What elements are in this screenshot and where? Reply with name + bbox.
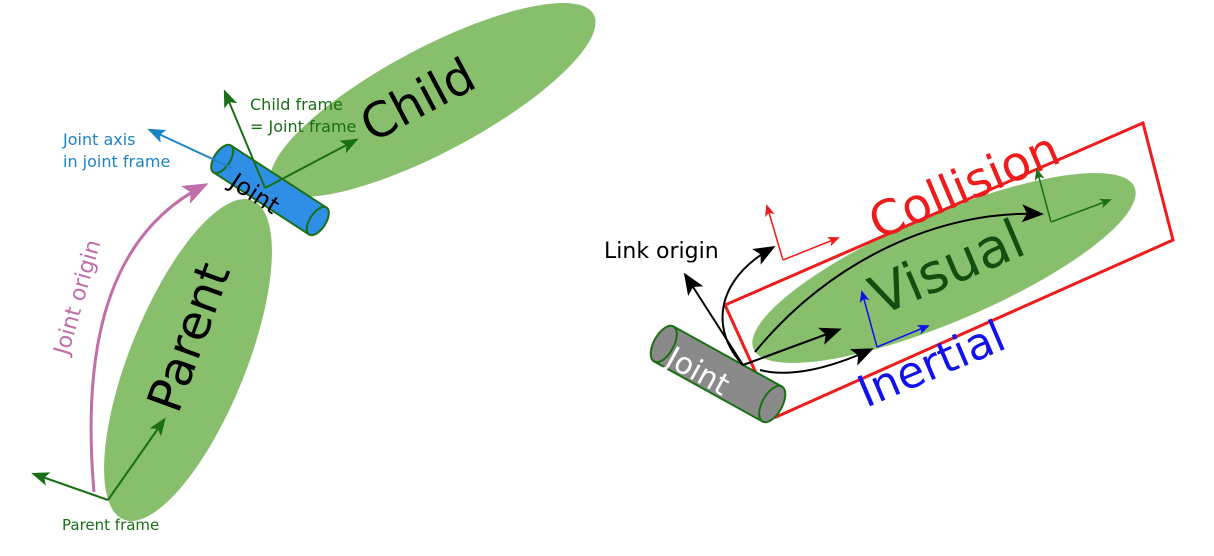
link-origin-x-axis <box>742 327 842 366</box>
inertial-frame-y-axis <box>859 290 878 348</box>
joint-axis-label-line2: in joint frame <box>63 152 170 171</box>
left-diagram: Child Parent Joint Child frame = Joint f… <box>31 3 596 534</box>
child-frame-label-line2: = Joint frame <box>250 117 356 136</box>
parent-frame-y-axis <box>107 417 166 501</box>
link-origin-label: Link origin <box>604 239 719 264</box>
parent-frame-label: Parent frame <box>62 516 159 534</box>
joint-cylinder-gray <box>649 324 787 424</box>
inertial-frame-x-axis <box>876 325 930 348</box>
child-frame-label-line1: Child frame <box>250 95 343 114</box>
arrow-to-collision-origin <box>721 246 776 366</box>
visual-frame-y-axis <box>1034 168 1052 223</box>
right-diagram: Collision Visual Inertial Link origin Jo… <box>604 120 1175 424</box>
parent-link-shape <box>104 199 272 521</box>
child-frame-y-axis <box>223 89 266 189</box>
collision-frame-y-axis <box>765 204 784 261</box>
arrow-to-inertial-origin <box>759 348 874 374</box>
joint-axis-label-line1: Joint axis <box>62 130 136 149</box>
visual-frame-x-axis <box>1050 198 1112 223</box>
child-frame-x-axis <box>264 138 359 189</box>
joint-axis-arrow <box>147 128 233 169</box>
arrow-to-visual-origin <box>754 204 1044 353</box>
collision-frame-x-axis <box>782 237 840 261</box>
joint-origin-arrow <box>89 183 209 493</box>
link-origin-y-axis <box>683 272 744 366</box>
joint-cylinder <box>210 143 330 237</box>
parent-frame-x-axis <box>31 472 109 501</box>
